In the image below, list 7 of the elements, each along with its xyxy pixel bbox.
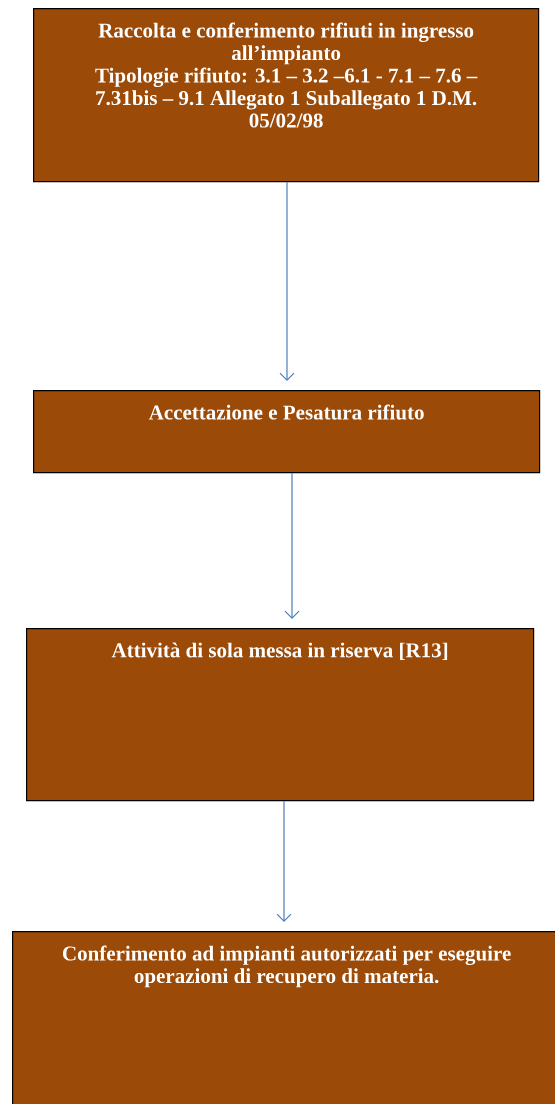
arrow xyxy=(276,800,292,922)
arrow xyxy=(284,472,300,619)
arrow xyxy=(279,181,295,381)
process-box: Accettazione e Pesatura rifiuto xyxy=(33,390,541,474)
process-box: Attività di sola messa in riserva [R13] xyxy=(26,628,535,802)
process-box: Raccolta e conferimento rifiuti in ingresso all’impianto Tipologie rifiuto: 3.1 – 3.2 –6.1 - 7.1 – 7.6 – 7.31bis – 9.1 Allegato 1 Suballegato 1 D.M. 05/02/98 xyxy=(33,8,540,183)
process-box: Conferimento ad impianti autorizzati per eseguire operazioni di recupero di materia. xyxy=(12,931,555,1104)
